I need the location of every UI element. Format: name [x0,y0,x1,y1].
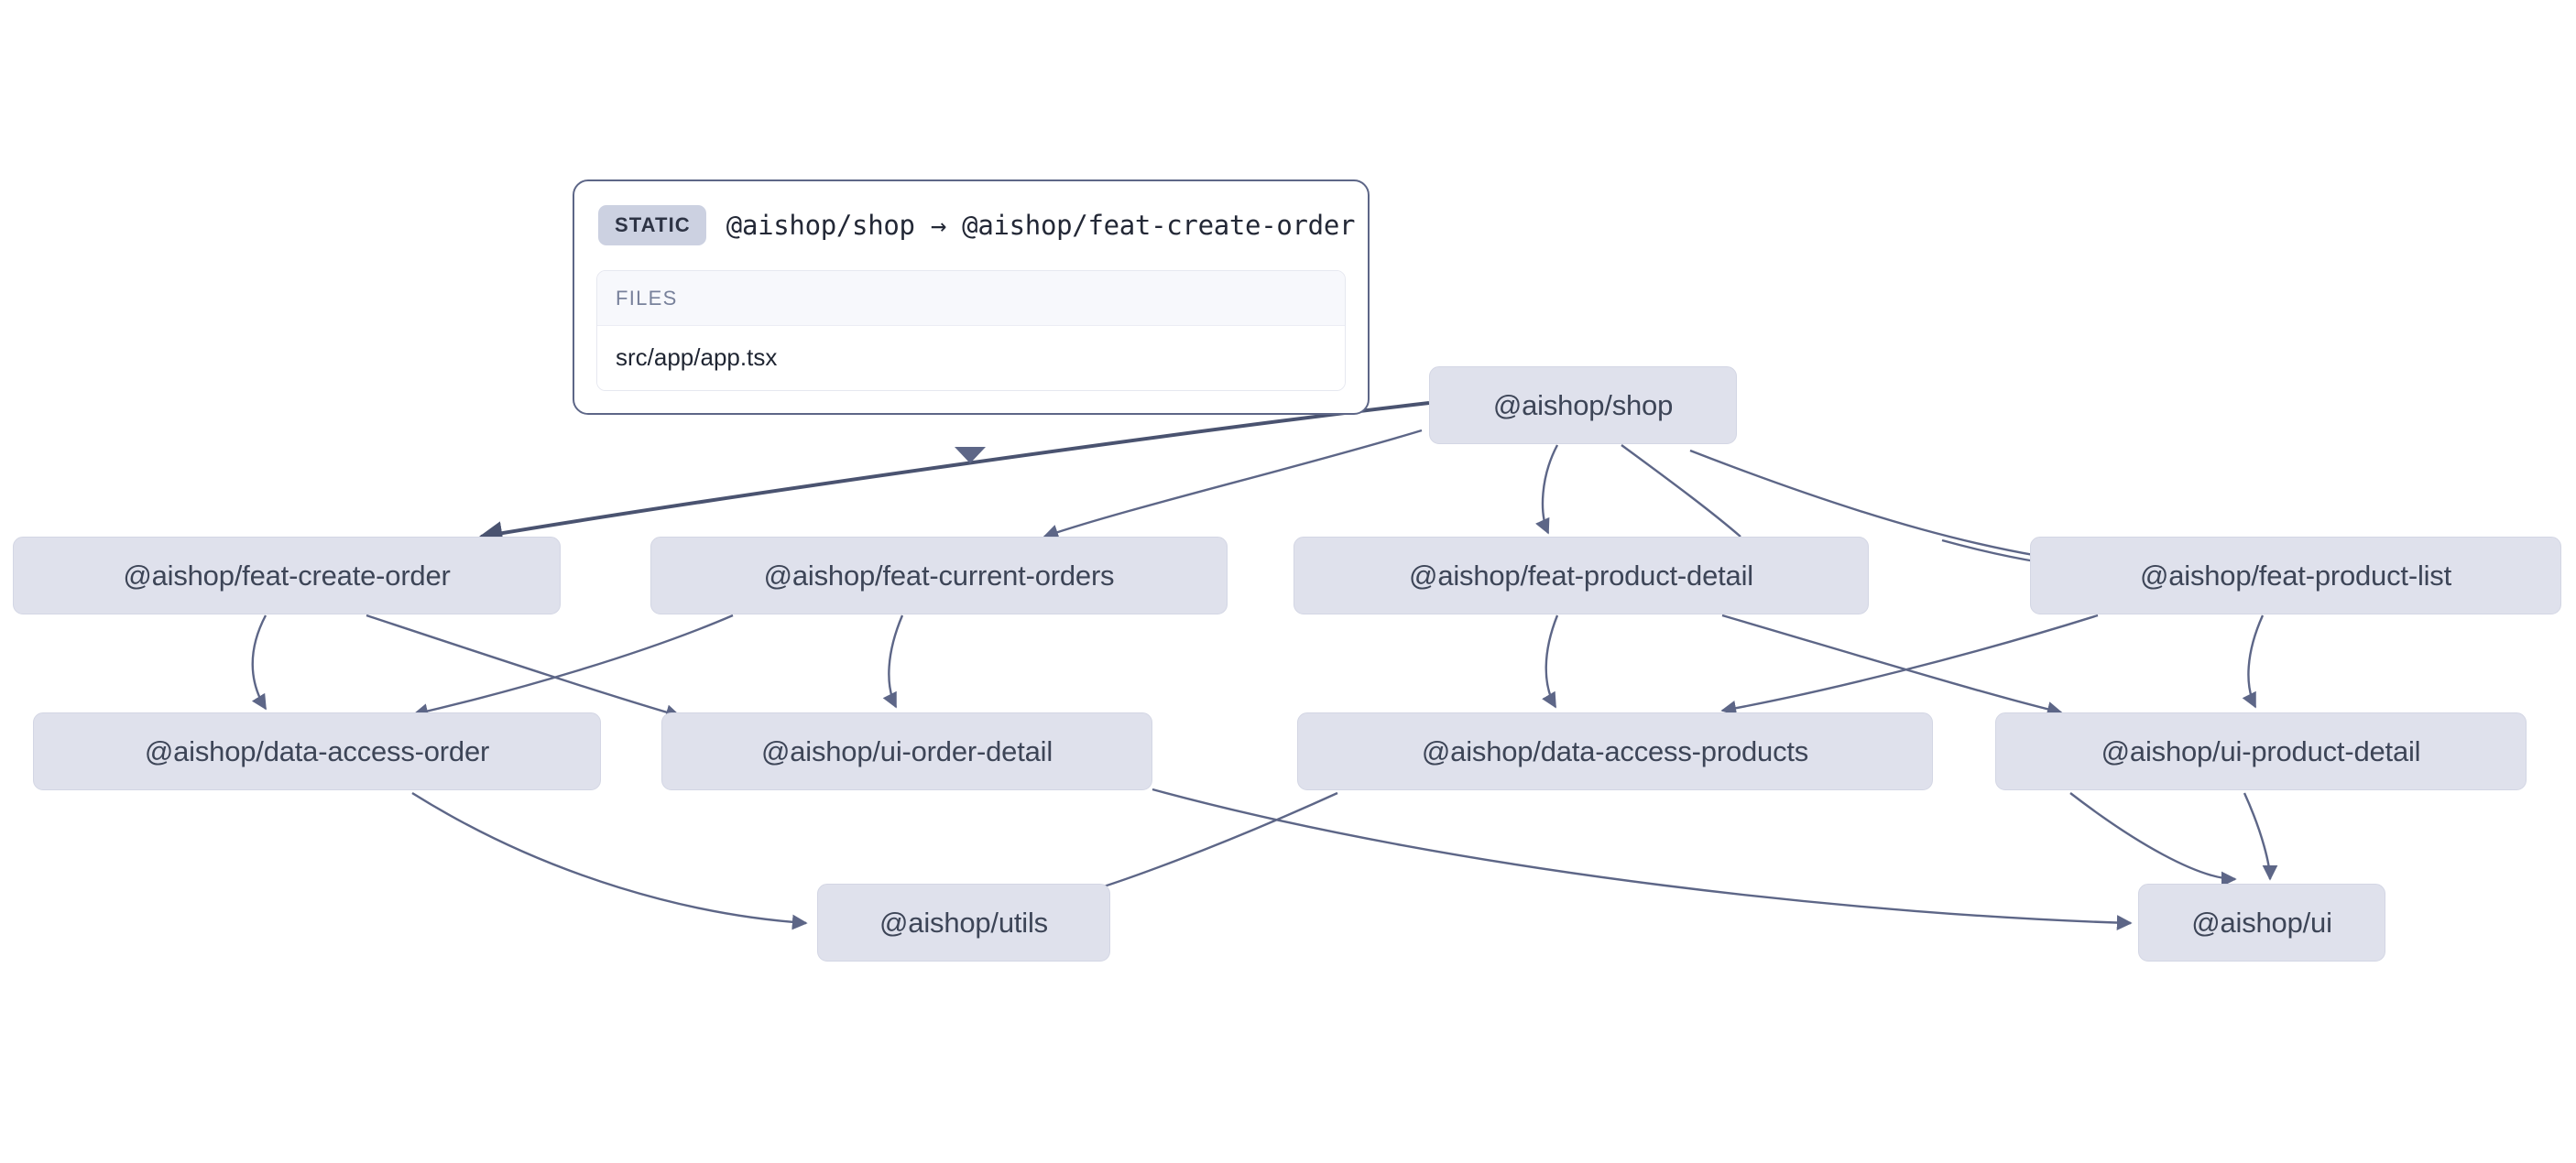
edge-data-access-order-to-utils [411,791,808,930]
node-label: @aishop/ui-product-detail [2101,734,2421,767]
node-label: @aishop/feat-current-orders [763,559,1115,592]
edge-title: @aishop/shop → @aishop/feat-create-order [726,210,1356,241]
node-label: @aishop/feat-product-list [2139,559,2452,592]
edge-ui-product-detail-to-ui [2069,792,2237,887]
tooltip-pointer-arrow [955,447,986,463]
node-feat-create-order[interactable]: @aishop/feat-create-order [13,537,561,614]
node-label: @aishop/feat-product-detail [1409,559,1753,592]
edge-feat-product-detail-to-ui-product-detail [1721,614,2063,717]
edge-shop-to-feat-product-detail-alt [1621,444,1741,538]
node-label: @aishop/feat-create-order [123,559,451,592]
files-panel-header: FILES [597,271,1345,326]
edge-data-access-products-to-utils [1072,791,1338,900]
edge-ui-product-detail-to-ui-alt [2243,792,2278,881]
edge-feat-create-order-to-data-access-order [251,614,267,711]
node-ui-order-detail[interactable]: @aishop/ui-order-detail [661,712,1152,790]
node-label: @aishop/data-access-products [1421,734,1809,767]
edge-feat-product-detail-to-data-access-products [1542,614,1559,709]
node-utils[interactable]: @aishop/utils [817,884,1110,962]
node-label: @aishop/shop [1492,388,1674,421]
file-list-item[interactable]: src/app/app.tsx [597,326,1345,390]
edge-feat-product-list-to-data-access-products [1720,614,2099,716]
edge-feat-current-orders-to-ui-order-detail [882,614,904,709]
node-label: @aishop/ui-order-detail [760,734,1053,767]
node-ui[interactable]: @aishop/ui [2138,884,2385,962]
edge-shop-to-feat-product-detail [1535,444,1559,535]
node-ui-product-detail[interactable]: @aishop/ui-product-detail [1995,712,2527,790]
node-shop[interactable]: @aishop/shop [1429,366,1737,444]
tooltip-header: STATIC @aishop/shop → @aishop/feat-creat… [596,201,1355,245]
edge-feat-current-orders-to-data-access-order [412,614,734,719]
node-data-access-order[interactable]: @aishop/data-access-order [33,712,601,790]
node-feat-product-detail[interactable]: @aishop/feat-product-detail [1293,537,1869,614]
files-panel: FILES src/app/app.tsx [596,270,1346,391]
node-feat-current-orders[interactable]: @aishop/feat-current-orders [650,537,1228,614]
status-badge: STATIC [598,205,706,245]
edge-ui-order-detail-to-ui [1152,788,2133,930]
node-feat-product-list[interactable]: @aishop/feat-product-list [2030,537,2561,614]
edge-shop-to-feat-create-order [478,401,1430,545]
node-label: @aishop/utils [879,906,1048,939]
node-data-access-products[interactable]: @aishop/data-access-products [1297,712,1933,790]
edge-feat-create-order-to-ui-order-detail [366,614,682,720]
edge-shop-to-feat-current-orders [1042,429,1423,540]
node-label: @aishop/data-access-order [144,734,490,767]
edge-detail-tooltip[interactable]: STATIC @aishop/shop → @aishop/feat-creat… [573,179,1370,415]
edge-feat-product-list-to-ui-product-detail [2242,614,2265,709]
node-label: @aishop/ui [2191,906,2332,939]
